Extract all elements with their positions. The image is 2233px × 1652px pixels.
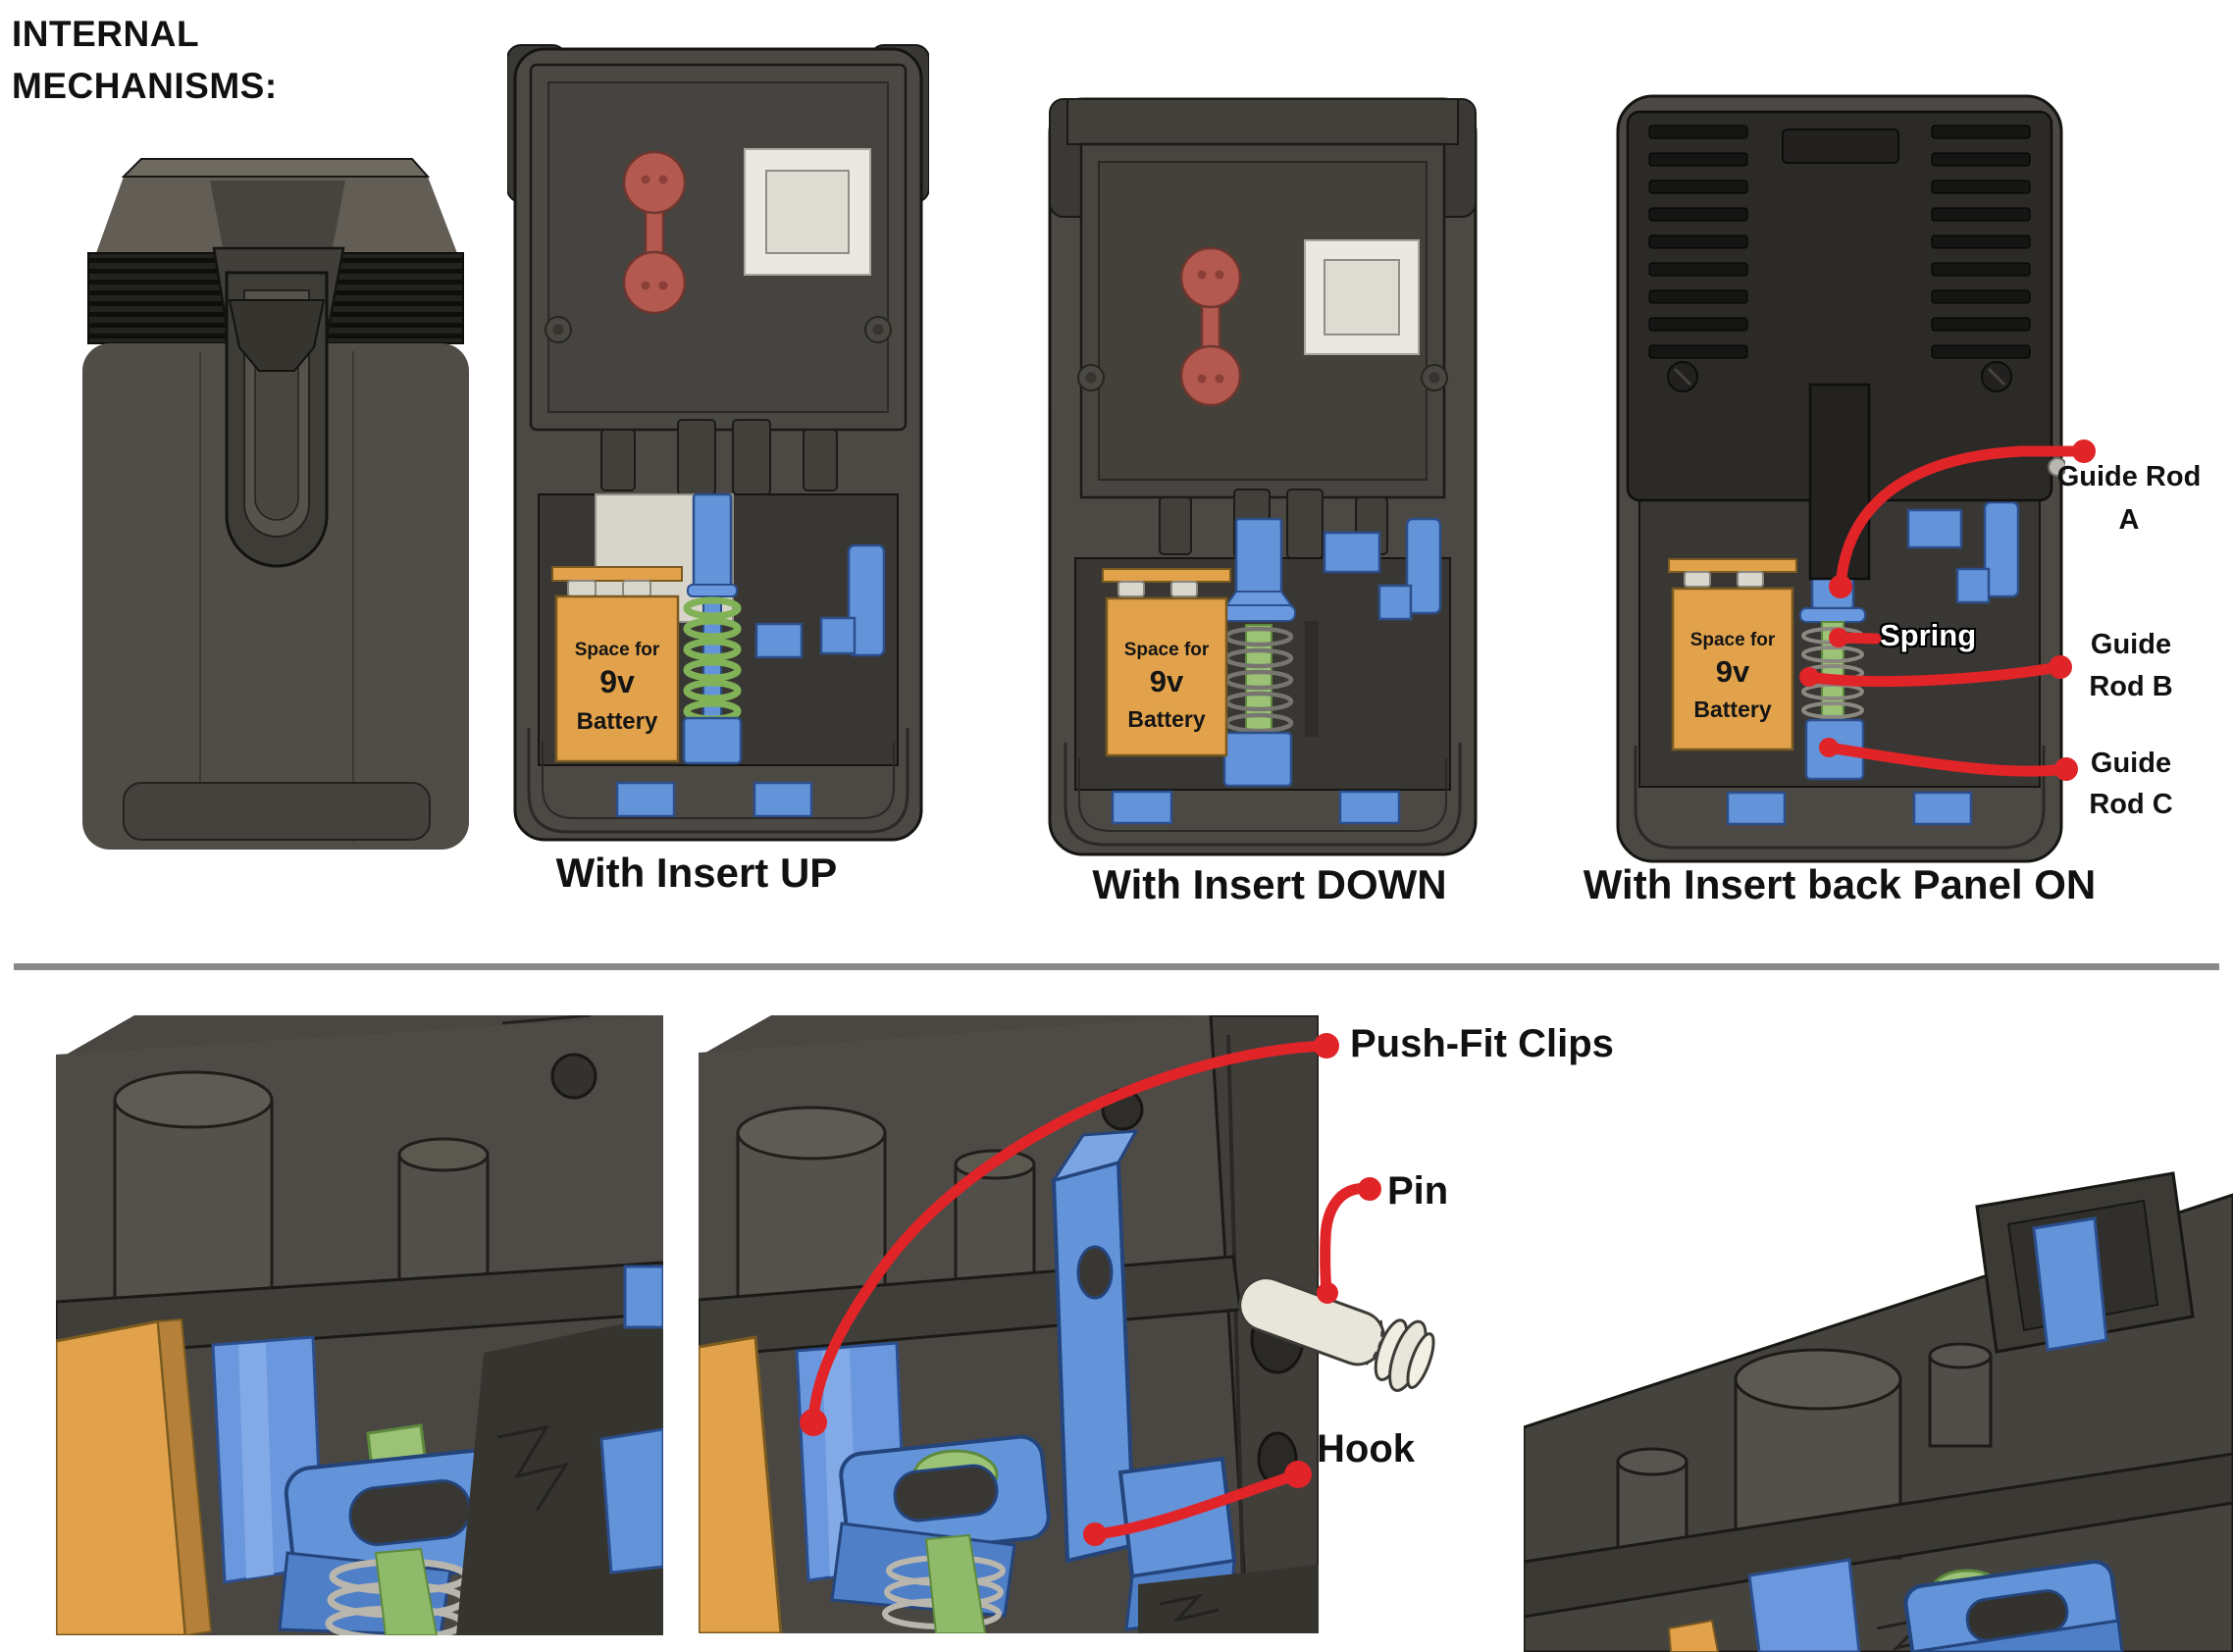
battery-label-line1: Space for: [575, 640, 660, 660]
insert-bone-shape: [1179, 246, 1242, 407]
caption-back-panel-on: With Insert back Panel ON: [1583, 861, 2097, 907]
page-title-line2: MECHANISMS:: [12, 66, 278, 106]
render-device-closed: [82, 158, 469, 850]
render-closeup-angled: [1524, 1171, 2233, 1652]
battery-label-line3: Battery: [1127, 706, 1205, 732]
battery-label-line3: Battery: [577, 708, 658, 735]
section-divider: [14, 963, 2219, 970]
render-closeup-clip: [56, 1015, 663, 1635]
grip-ribs-right: [1931, 125, 2031, 359]
battery-9v: Space for 9v Battery: [1668, 558, 1797, 751]
insert-bone-shape: [622, 150, 687, 315]
battery-label-line3: Battery: [1693, 697, 1771, 722]
page-title-line1: INTERNAL: [12, 14, 200, 54]
push-fit-clip: [1903, 1559, 2124, 1652]
battery-label-line2: 9v: [1150, 664, 1184, 698]
render-device-back-panel-on: Space for 9v Battery: [1616, 94, 2065, 863]
battery-label-line1: Space for: [1124, 640, 1210, 660]
caption-insert-down: With Insert DOWN: [1092, 861, 1447, 907]
battery-label-line2: 9v: [1716, 654, 1750, 689]
label-spring: Spring: [1880, 618, 1977, 652]
label-guide-rod-c-line2: Rod C: [2089, 789, 2173, 820]
push-fit-clip: [278, 1448, 515, 1635]
battery-9v: Space for 9v Battery: [1102, 568, 1231, 757]
page-title: INTERNAL MECHANISMS:: [12, 8, 278, 112]
battery-label-line1: Space for: [1690, 630, 1776, 650]
label-guide-rod-b-line2: Rod B: [2089, 671, 2173, 702]
battery-9v: Space for 9v Battery: [551, 566, 683, 763]
render-pin: [1238, 1276, 1435, 1392]
label-guide-rod-a-line2: A: [2118, 504, 2140, 536]
label-pin: Pin: [1387, 1169, 1449, 1213]
render-closeup-hook: [699, 1015, 1319, 1633]
label-push-fit-clips: Push-Fit Clips: [1350, 1022, 1614, 1065]
caption-insert-up: With Insert UP: [555, 850, 838, 896]
render-device-insert-up: Space for 9v Battery: [507, 44, 929, 842]
label-hook: Hook: [1317, 1427, 1415, 1471]
label-guide-rod-a-line1: Guide Rod: [2056, 461, 2202, 492]
label-guide-rod-c-line1: Guide: [2090, 748, 2172, 779]
label-guide-rod-b-line1: Guide: [2090, 629, 2172, 660]
grip-ribs-left: [1648, 125, 1748, 359]
battery-label-line2: 9v: [599, 664, 635, 699]
render-device-insert-down: Space for 9v Battery: [1048, 97, 1478, 856]
